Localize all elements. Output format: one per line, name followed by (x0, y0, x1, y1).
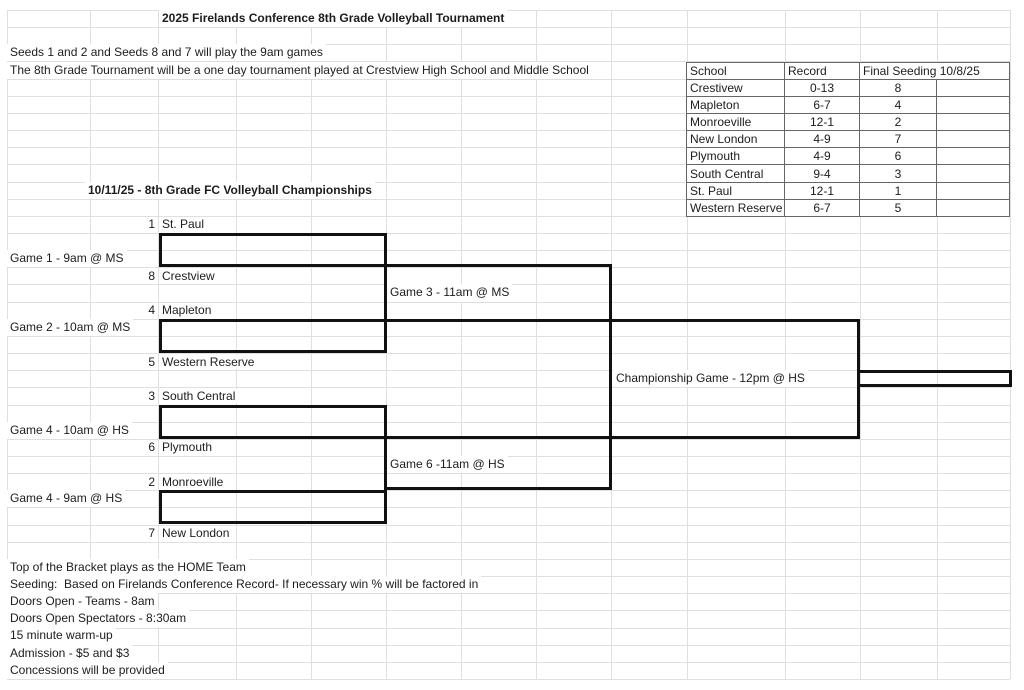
team-name: Plymouth (159, 440, 216, 455)
standings-cell-record: 4-9 (785, 148, 860, 166)
game2-label: Game 2 - 10am @ MS (7, 318, 134, 336)
standings-cell-record: 12-1 (785, 182, 860, 200)
team-seed: 5 (148, 354, 155, 369)
standings-header-record: Record (785, 62, 860, 80)
team-seed: 2 (148, 474, 155, 489)
standings-cell-school: Monroeville (687, 114, 785, 132)
standings-cell-blank (937, 96, 1010, 115)
bracket-team-new-london: 7 New London (110, 525, 233, 542)
team-name: Western Reserve (159, 354, 258, 369)
note-warmup: 15 minute warm-up (7, 627, 116, 645)
team-name: New London (159, 526, 233, 541)
standings-cell-seed: 4 (860, 96, 937, 115)
standings-row: Mapleton 6-7 4 (687, 96, 1010, 115)
standings-row: New London 4-9 7 (687, 131, 1010, 149)
team-name: Mapleton (159, 303, 215, 318)
standings-row: Plymouth 4-9 6 (687, 148, 1010, 166)
bracket-team-western-reserve: 5 Western Reserve (110, 353, 258, 370)
note-venue: The 8th Grade Tournament will be a one d… (7, 61, 592, 79)
team-seed: 3 (148, 388, 155, 403)
bracket-team-south-central: 3 South Central (110, 387, 239, 404)
standings-header-seeding: Final Seeding 10/8/25 (860, 62, 1010, 80)
sheet-title: 2025 Firelands Conference 8th Grade Voll… (159, 10, 508, 28)
standings-cell-school: Mapleton (687, 96, 785, 115)
standings-row: Crestivew 0-13 8 (687, 79, 1010, 97)
standings-row: South Central 9-4 3 (687, 165, 1010, 183)
standings-row: Monroeville 12-1 2 (687, 114, 1010, 132)
team-name: Crestview (159, 268, 218, 283)
standings-header-school: School (687, 62, 785, 80)
note-admission: Admission - $5 and $3 (7, 644, 133, 662)
team-seed: 4 (148, 303, 155, 318)
standings-cell-school: Western Reserve (687, 199, 785, 217)
standings-cell-record: 0-13 (785, 79, 860, 97)
standings-cell-blank (937, 182, 1010, 200)
game4-10am-label: Game 4 - 10am @ HS (7, 421, 132, 439)
standings-cell-blank (937, 165, 1010, 183)
note-doors-spectators: Doors Open Spectators - 8:30am (7, 610, 190, 628)
standings-cell-seed: 5 (860, 199, 937, 217)
standings-cell-blank (937, 148, 1010, 166)
standings-row: St. Paul 12-1 1 (687, 182, 1010, 200)
game2-box (159, 318, 387, 353)
standings-row: Western Reserve 6-7 5 (687, 199, 1010, 217)
team-seed: 8 (148, 268, 155, 283)
standings-cell-school: New London (687, 131, 785, 149)
standings-cell-school: Crestivew (687, 79, 785, 97)
game3-label: Game 3 - 11am @ MS (387, 284, 513, 302)
bracket-team-crestview: 8 Crestview (110, 267, 218, 284)
game4-10am-box (159, 404, 387, 439)
team-name: Monroeville (159, 474, 227, 489)
standings-cell-school: St. Paul (687, 182, 785, 200)
standings-cell-seed: 8 (860, 79, 937, 97)
bracket-team-mapleton: 4 Mapleton (110, 302, 215, 319)
standings-cell-school: South Central (687, 165, 785, 183)
standings-cell-record: 9-4 (785, 165, 860, 183)
winner-box (857, 370, 1012, 388)
standings-cell-record: 6-7 (785, 199, 860, 217)
team-seed: 7 (148, 526, 155, 541)
standings-cell-blank (937, 131, 1010, 149)
note-seeds: Seeds 1 and 2 and Seeds 8 and 7 will pla… (7, 44, 326, 62)
standings-table: School Record Final Seeding 10/8/25 Cres… (686, 61, 1010, 217)
note-seeding: Seeding: Based on Firelands Conference R… (7, 576, 482, 594)
game4-9am-box (159, 490, 387, 525)
standings-cell-school: Plymouth (687, 148, 785, 166)
game6-box (384, 435, 612, 491)
standings-cell-seed: 6 (860, 148, 937, 166)
game1-box (159, 233, 387, 268)
note-concessions: Concessions will be provided (7, 661, 168, 679)
game3-box (384, 264, 612, 322)
team-name: South Central (159, 388, 239, 403)
standings-cell-blank (937, 199, 1010, 217)
note-doors-teams: Doors Open - Teams - 8am (7, 593, 158, 611)
bracket-team-plymouth: 6 Plymouth (110, 439, 216, 456)
bracket-team-st-paul: 1 St. Paul (110, 216, 208, 233)
game1-label: Game 1 - 9am @ MS (7, 250, 127, 268)
standings-cell-record: 6-7 (785, 96, 860, 115)
team-seed: 1 (148, 217, 155, 232)
bracket-team-monroeville: 2 Monroeville (110, 473, 227, 490)
game4-9am-label: Game 4 - 9am @ HS (7, 490, 126, 508)
standings-cell-blank (937, 114, 1010, 132)
standings-cell-record: 4-9 (785, 131, 860, 149)
standings-cell-seed: 2 (860, 114, 937, 132)
team-name: St. Paul (159, 217, 208, 232)
game6-label: Game 6 -11am @ HS (387, 455, 508, 474)
standings-cell-seed: 1 (860, 182, 937, 200)
standings-cell-record: 12-1 (785, 114, 860, 132)
bracket-title: 10/11/25 - 8th Grade FC Volleyball Champ… (85, 181, 375, 199)
standings-header-row: School Record Final Seeding 10/8/25 (687, 62, 1010, 80)
standings-cell-seed: 7 (860, 131, 937, 149)
team-seed: 6 (148, 440, 155, 455)
championship-label: Championship Game - 12pm @ HS (613, 370, 808, 388)
standings-cell-seed: 3 (860, 165, 937, 183)
note-home-team: Top of the Bracket plays as the HOME Tea… (7, 558, 249, 576)
standings-cell-blank (937, 79, 1010, 97)
